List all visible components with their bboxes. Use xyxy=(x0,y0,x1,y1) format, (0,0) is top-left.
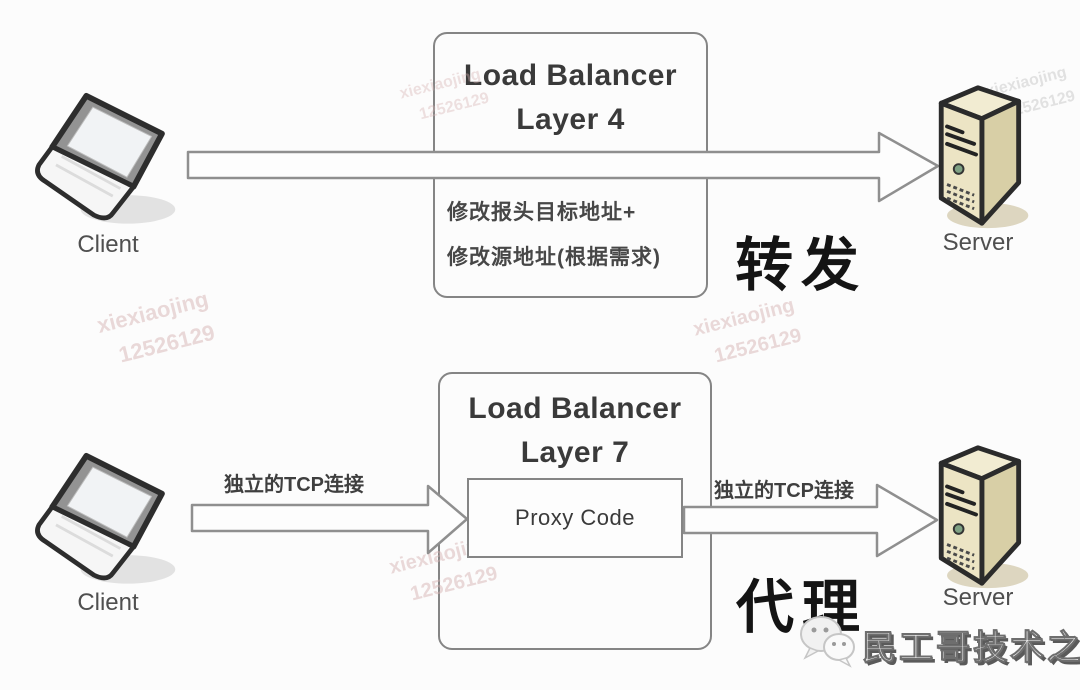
layer4-title-line2: Layer 4 xyxy=(516,103,625,136)
client-laptop-icon xyxy=(35,452,176,584)
layer7-title-line2: Layer 7 xyxy=(520,436,630,469)
tcp-label-right: 独立的TCP连接 xyxy=(714,480,854,502)
server-icon xyxy=(938,445,1029,589)
layer4-note-line2: 修改源地址(根据需求) xyxy=(447,246,661,269)
server-label-bottom: Server xyxy=(942,584,1014,611)
client-label-bottom: Client xyxy=(77,589,139,616)
client-laptop-icon xyxy=(35,92,176,224)
server-label-top: Server xyxy=(942,229,1014,256)
layer7-title-line1: Load Balancer xyxy=(468,392,682,425)
client-label-top: Client xyxy=(77,231,139,258)
brand-watermark-text: 民工哥技术之路 xyxy=(862,629,1080,668)
faint-watermark: xiexiaojing 12526129 xyxy=(94,286,218,368)
layer4-title-line1: Load Balancer xyxy=(463,59,678,92)
layer4-note-line1: 修改报头目标地址+ xyxy=(447,201,637,224)
mode-label-forward: 转发 xyxy=(735,233,868,298)
wechat-logo-icon xyxy=(800,616,855,668)
faint-watermark: xiexiaojing 12526129 xyxy=(691,294,804,368)
proxy-code-box: Proxy Code xyxy=(467,478,683,558)
proxy-code-label: Proxy Code xyxy=(515,505,635,530)
server-icon xyxy=(938,85,1029,229)
tcp-label-left: 独立的TCP连接 xyxy=(224,474,364,496)
